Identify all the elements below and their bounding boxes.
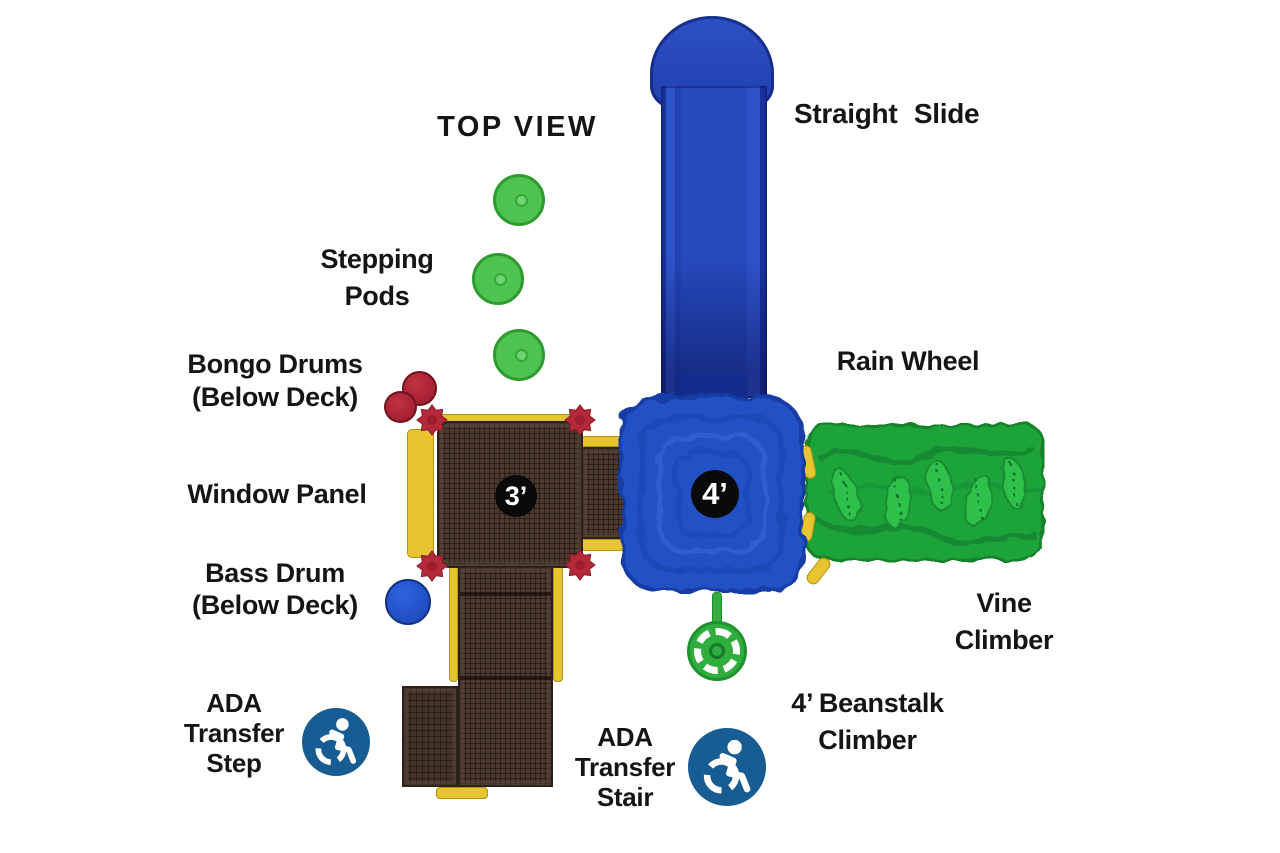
beanstalk-climber: [687, 621, 747, 681]
label-straight-slide: Straight Slide: [794, 98, 980, 129]
straight-slide-entry: [680, 372, 748, 400]
wheelchair-icon: [302, 708, 370, 776]
stair-rail-right: [553, 566, 563, 682]
label-ada-transfer-stair: ADA Transfer Stair: [574, 722, 676, 812]
gear-connector-icon: [416, 404, 448, 436]
bottom-step: [436, 787, 488, 799]
bongo-drum: [402, 371, 437, 406]
vine-leaf-icon: [830, 459, 1027, 529]
straight-slide: [661, 86, 767, 398]
diagram-title: TOP VIEW: [437, 111, 598, 143]
stair-tread-line: [460, 592, 551, 596]
label-stepping-pods: Stepping Pods: [320, 244, 434, 311]
stepping-pod: [472, 253, 524, 305]
label-window-panel: Window Panel: [187, 479, 367, 509]
deck-height-badge-3ft: 3’: [495, 475, 537, 517]
gear-connector-icon: [416, 550, 448, 582]
stair-rail-left: [449, 566, 458, 682]
bass-drum: [385, 579, 431, 625]
label-bongo-drums: Bongo Drums (Below Deck): [187, 349, 363, 412]
gear-connector-icon: [564, 404, 596, 436]
transfer-platform: [402, 686, 458, 787]
bongo-drum: [384, 391, 417, 423]
transfer-stairs: [458, 566, 553, 787]
label-rain-wheel: Rain Wheel: [836, 346, 980, 376]
vine-climber: [805, 423, 1045, 561]
stair-tread-line: [460, 676, 551, 680]
deck-height-badge-4ft: 4’: [691, 470, 739, 518]
stepping-pod: [493, 174, 545, 226]
stepping-pod: [493, 329, 545, 381]
gear-connector-icon: [564, 549, 596, 581]
label-beanstalk-climber: 4’ Beanstalk Climber: [791, 688, 944, 755]
window-panel: [407, 429, 434, 558]
label-vine-climber: Vine Climber: [954, 588, 1054, 655]
wheelchair-icon: [688, 728, 766, 806]
label-bass-drum: Bass Drum (Below Deck): [192, 558, 358, 620]
label-ada-transfer-step: ADA Transfer Step: [183, 688, 285, 778]
